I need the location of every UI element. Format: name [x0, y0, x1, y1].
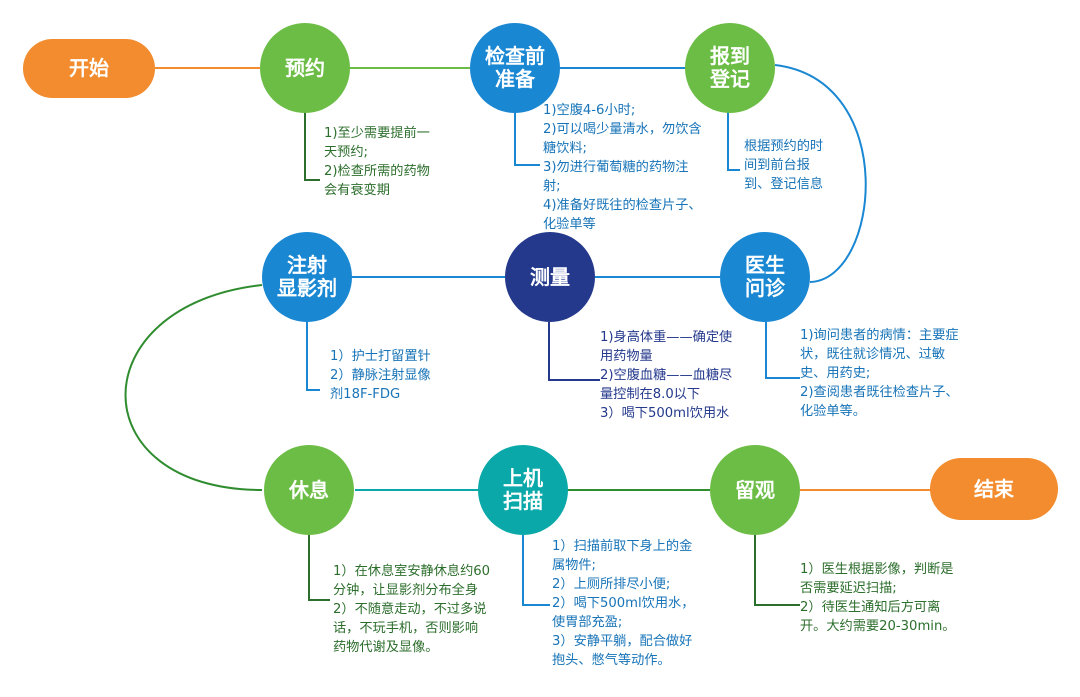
consult-label-line1: 医生 [745, 253, 785, 277]
callout-scan [522, 535, 550, 606]
register-note: 根据预约的时 间到前台报 到、登记信息 [744, 139, 824, 192]
register-node[interactable]: 报到 登记 [685, 23, 775, 113]
callout-register [727, 112, 740, 171]
start-label: 开始 [69, 56, 109, 80]
consult-label-line2: 问诊 [745, 276, 785, 300]
appointment-label: 预约 [285, 55, 325, 80]
inject-node[interactable]: 注射 显影剂 [262, 232, 352, 322]
appointment-node[interactable]: 预约 [260, 23, 350, 113]
curve-register-consult [774, 64, 867, 283]
pre-exam-label-line1: 检查前 [485, 44, 545, 68]
pre-exam-note: 1)空腹4-6小时; 2)可以喝少量清水，勿饮含 糖饮料; 3)勿进行葡萄糖的药… [543, 103, 702, 232]
consult-node[interactable]: 医生 问诊 [720, 232, 810, 322]
scan-note: 1）扫描前取下身上的金 属物件; 2）上厕所排尽小便; 2）喝下500ml饮用水… [552, 539, 695, 668]
callout-consult [765, 322, 800, 379]
consult-note: 1)询问患者的病情：主要症 状，既往就诊情况、过敏 史、用药史; 2)查阅患者既… [800, 328, 959, 419]
inject-note: 1）护士打留置针 2）静脉注射显像 剂18F-FDG [330, 349, 431, 402]
appointment-note: 1)至少需要提前一 天预约; 2)检查所需的药物 会有衰变期 [324, 126, 430, 198]
callout-observe [754, 535, 800, 606]
scan-node[interactable]: 上机 扫描 [478, 445, 568, 535]
observe-node[interactable]: 留观 [710, 445, 800, 535]
observe-label: 留观 [735, 477, 775, 502]
rest-node[interactable]: 休息 [264, 445, 354, 535]
measure-node[interactable]: 测量 [505, 232, 595, 322]
curve-inject-rest [124, 284, 263, 491]
callout-appointment [304, 112, 320, 181]
end-node[interactable]: 结束 [930, 458, 1058, 520]
inject-label-line1: 注射 [287, 253, 327, 277]
measure-note: 1)身高体重——确定使 用药物量 2)空腹血糖——血糖尽 量控制在8.0以下 3… [600, 330, 733, 421]
register-label-line2: 登记 [710, 67, 750, 91]
callout-pre-exam [514, 112, 540, 166]
scan-label-line2: 扫描 [503, 489, 543, 513]
rest-note: 1）在休息室安静休息约60 分钟，让显影剂分布全身 2）不随意走动，不过多说 话… [333, 564, 491, 655]
callout-inject [306, 322, 320, 391]
inject-label-line2: 显影剂 [277, 276, 337, 300]
measure-label: 测量 [530, 264, 570, 289]
scan-label-line1: 上机 [503, 466, 543, 490]
observe-note: 1）医生根据影像，判断是 否需要延迟扫描; 2）待医生通知后方可离 开。大约需要… [800, 562, 956, 634]
pre-exam-node[interactable]: 检查前 准备 [470, 23, 560, 113]
start-node[interactable]: 开始 [23, 39, 155, 98]
callout-rest [308, 535, 330, 601]
pre-exam-label-line2: 准备 [495, 67, 535, 91]
register-label-line1: 报到 [710, 44, 750, 68]
rest-label: 休息 [289, 477, 329, 502]
callout-measure [548, 322, 600, 381]
end-label: 结束 [974, 476, 1014, 501]
